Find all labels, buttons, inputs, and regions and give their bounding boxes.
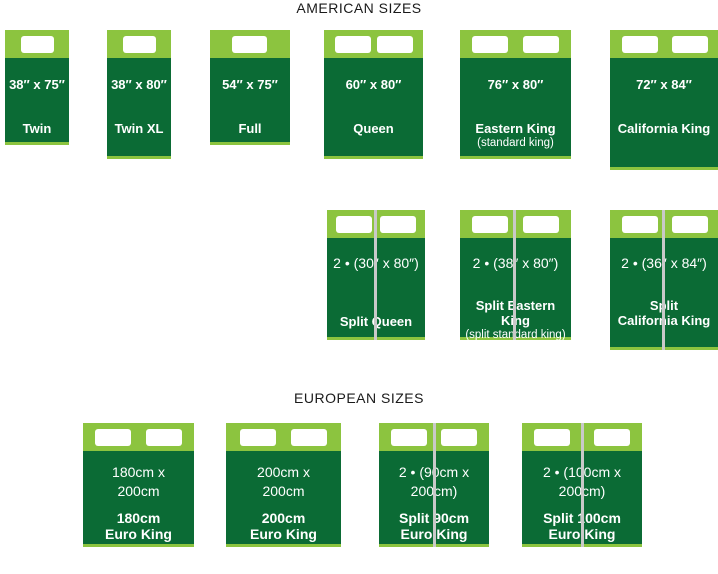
- pillow-icon: [534, 429, 570, 446]
- bed-queen: 60″ x 80″ Queen: [324, 30, 423, 159]
- pillow-icon: [146, 429, 182, 446]
- bed-dimensions-line1: 200cm x: [257, 464, 310, 480]
- pillow-icon: [95, 429, 131, 446]
- pillow-icon: [441, 429, 477, 446]
- european-sizes-title: EUROPEAN SIZES: [294, 390, 424, 406]
- split-divider: [433, 423, 436, 547]
- bed-dimensions-line2: 200cm: [262, 483, 305, 499]
- pillow-icon: [523, 216, 559, 233]
- bed-twin: 38″ x 75″ Twin: [5, 30, 69, 145]
- bed-name-line1: 200cm: [261, 510, 306, 526]
- bed-california-king: 72″ x 84″ California King: [610, 30, 718, 170]
- bed-dimensions: 60″ x 80″: [345, 77, 402, 92]
- bed-name-line2: Euro King: [250, 526, 317, 542]
- pillow-icon: [123, 36, 156, 53]
- bed-name-subtitle: (standard king): [477, 137, 554, 149]
- bed-name: Queen: [353, 121, 394, 136]
- headboard: [210, 30, 290, 58]
- bed-eastern-king: 76″ x 80″ Eastern King (standard king): [460, 30, 571, 159]
- bed-200cm-euro-king: 200cm x 200cm 200cm Euro King: [226, 423, 341, 547]
- pillow-icon: [232, 36, 267, 53]
- headboard: [83, 423, 194, 451]
- pillow-icon: [391, 429, 427, 446]
- pillow-icon: [336, 216, 372, 233]
- bed-dimensions: 72″ x 84″: [636, 77, 692, 92]
- pillow-icon: [672, 216, 708, 233]
- bed-name: Full: [238, 121, 262, 136]
- bed-dimensions: 54″ x 75″: [222, 77, 278, 92]
- headboard: [610, 30, 718, 58]
- bed-twin-xl: 38″ x 80″ Twin XL: [107, 30, 171, 159]
- bed-dimensions: 38″ x 75″: [9, 77, 65, 92]
- headboard: [226, 423, 341, 451]
- bed-dimensions-line2: 200cm: [117, 483, 160, 499]
- pillow-icon: [622, 216, 658, 233]
- pillow-icon: [594, 429, 630, 446]
- split-divider: [662, 210, 665, 350]
- bed-name: California King: [617, 121, 711, 136]
- bed-split-eastern-king: 2 • (38″ x 80″) Split Eastern King (spli…: [460, 210, 571, 341]
- pillow-icon: [622, 36, 658, 53]
- bed-dimensions: 38″ x 80″: [111, 77, 167, 92]
- bed-180cm-euro-king: 180cm x 200cm 180cm Euro King: [83, 423, 194, 547]
- bed-name: Twin XL: [114, 121, 164, 136]
- pillow-icon: [672, 36, 708, 53]
- pillow-icon: [240, 429, 276, 446]
- pillow-icon: [291, 429, 327, 446]
- headboard: [460, 30, 571, 58]
- bed-split-queen: 2 • (30″ x 80″) Split Queen: [327, 210, 425, 340]
- american-sizes-title: AMERICAN SIZES: [296, 0, 422, 16]
- bed-split-california-king: 2 • (36″ x 84″) Split California King: [610, 210, 718, 350]
- pillow-icon: [335, 36, 371, 53]
- bed-name: 200cm Euro King: [226, 510, 341, 542]
- bed-name: Twin: [22, 121, 52, 136]
- bed-split-100cm-euro-king: 2 • (100cm x 200cm) Split 100cm Euro Kin…: [522, 423, 642, 547]
- split-divider: [513, 210, 516, 340]
- pillow-icon: [472, 36, 508, 53]
- headboard: [324, 30, 423, 58]
- pillow-icon: [380, 216, 416, 233]
- pillow-icon: [523, 36, 559, 53]
- split-divider: [581, 423, 584, 547]
- bed-split-90cm-euro-king: 2 • (90cm x 200cm) Split 90cm Euro King: [379, 423, 489, 547]
- pillow-icon: [21, 36, 54, 53]
- pillow-icon: [472, 216, 508, 233]
- headboard: [107, 30, 171, 58]
- bed-name-line2: Euro King: [105, 526, 172, 542]
- bed-name: Eastern King (standard king): [460, 121, 571, 150]
- bed-dimensions-line1: 180cm x: [112, 464, 165, 480]
- bed-name-line1: 180cm: [116, 510, 161, 526]
- headboard: [5, 30, 69, 58]
- bed-full: 54″ x 75″ Full: [210, 30, 290, 145]
- bed-name: 180cm Euro King: [83, 510, 194, 542]
- bed-name-label: Eastern King: [475, 121, 556, 136]
- pillow-icon: [377, 36, 413, 53]
- bed-dimensions: 76″ x 80″: [487, 77, 544, 92]
- split-divider: [374, 210, 377, 340]
